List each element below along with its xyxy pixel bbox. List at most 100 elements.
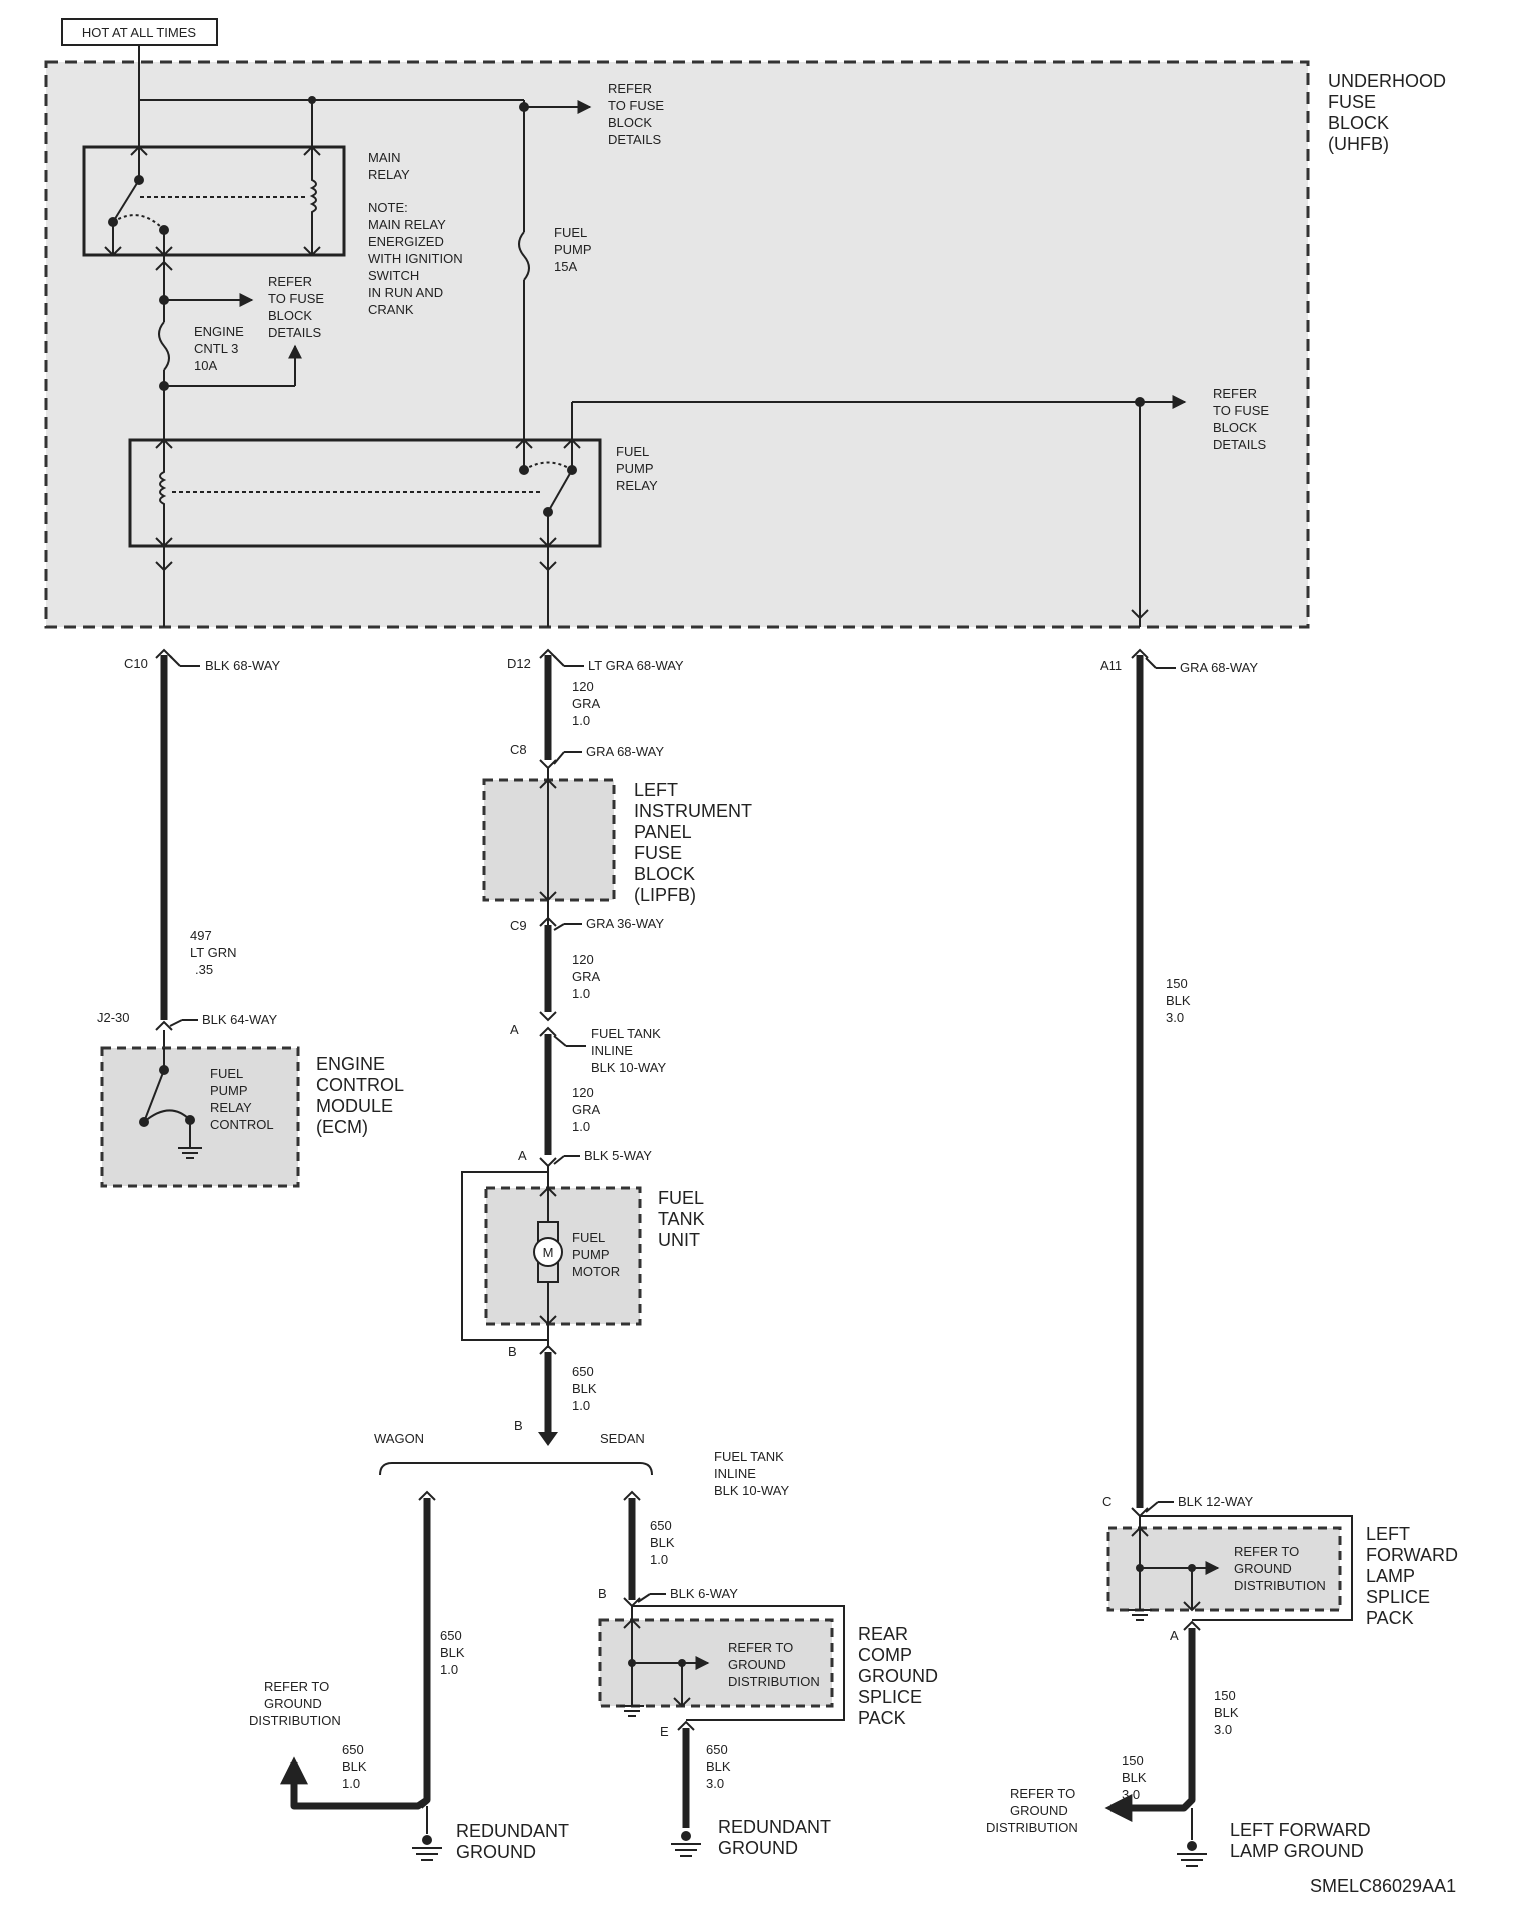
svg-text:SPLICE: SPLICE: [858, 1687, 922, 1707]
svg-text:FUEL: FUEL: [616, 444, 649, 459]
svg-text:REFER: REFER: [608, 81, 652, 96]
connector-j2-30: J2-30 BLK 64-WAY: [97, 1010, 277, 1027]
svg-text:CNTL 3: CNTL 3: [194, 341, 238, 356]
svg-text:CONTROL: CONTROL: [316, 1075, 404, 1095]
ecm-label: ENGINE CONTROL MODULE (ECM): [316, 1054, 404, 1137]
svg-text:RELAY: RELAY: [368, 167, 410, 182]
svg-text:3.0: 3.0: [1166, 1010, 1184, 1025]
redundant-ground-1-symbol: [412, 1835, 442, 1861]
svg-text:LT GRN: LT GRN: [190, 945, 236, 960]
fuel-pump-fuse-circuit: [518, 107, 530, 440]
wire-d12-to-c8: [539, 648, 557, 770]
svg-text:120: 120: [572, 1085, 594, 1100]
svg-text:PACK: PACK: [858, 1708, 906, 1728]
fuel-tank-inline-upper-label: FUEL TANK INLINE BLK 10-WAY: [553, 1026, 666, 1075]
svg-text:DISTRIBUTION: DISTRIBUTION: [728, 1674, 820, 1689]
left-forward-lamp-splice-label: LEFT FORWARD LAMP SPLICE PACK: [1366, 1524, 1458, 1628]
uhfb-exit-wires: [155, 402, 1149, 627]
svg-text:BLK 10-WAY: BLK 10-WAY: [591, 1060, 666, 1075]
svg-text:LAMP: LAMP: [1366, 1566, 1415, 1586]
svg-text:B: B: [508, 1344, 517, 1359]
svg-text:INLINE: INLINE: [714, 1466, 756, 1481]
fuel-pump-relay-label: FUEL PUMP RELAY: [616, 444, 658, 493]
svg-text:GROUND: GROUND: [1234, 1561, 1292, 1576]
left-forward-lamp-ground-symbol: [1177, 1841, 1207, 1867]
svg-text:BLOCK: BLOCK: [268, 308, 312, 323]
svg-text:(ECM): (ECM): [316, 1117, 368, 1137]
rear-comp-ground-splice-pack: [598, 1605, 845, 1721]
motor-symbol: M: [543, 1245, 554, 1260]
svg-text:INSTRUMENT: INSTRUMENT: [634, 801, 752, 821]
wire-label-120-c: 120 GRA 1.0: [572, 1085, 601, 1134]
svg-text:BLK: BLK: [1166, 993, 1191, 1008]
svg-text:1.0: 1.0: [342, 1776, 360, 1791]
connector-b-tank: B: [508, 1344, 517, 1359]
svg-text:FUEL: FUEL: [658, 1188, 704, 1208]
svg-text:ENGINE: ENGINE: [316, 1054, 385, 1074]
fuel-tank-unit: M: [461, 1166, 642, 1348]
svg-text:1.0: 1.0: [572, 713, 590, 728]
wire-label-650-sedan: 650 BLK 1.0: [650, 1518, 675, 1567]
svg-text:E: E: [660, 1724, 669, 1739]
svg-text:MAIN RELAY: MAIN RELAY: [368, 217, 446, 232]
wire-label-650-wagon: 650 BLK 1.0: [440, 1628, 465, 1677]
lamp-ground-wire: [1104, 1620, 1201, 1840]
svg-text:GROUND: GROUND: [718, 1838, 798, 1858]
svg-text:BLK 68-WAY: BLK 68-WAY: [205, 658, 280, 673]
svg-text:BLOCK: BLOCK: [634, 864, 695, 884]
svg-text:LEFT: LEFT: [634, 780, 678, 800]
svg-text:GROUND: GROUND: [728, 1657, 786, 1672]
engine-cntl-fuse-circuit: [155, 255, 302, 440]
svg-text:DETAILS: DETAILS: [268, 325, 322, 340]
svg-text:ENGINE: ENGINE: [194, 324, 244, 339]
figure-id: SMELC86029AA1: [1310, 1876, 1456, 1896]
svg-text:1.0: 1.0: [572, 1119, 590, 1134]
refer-ground-dist-lamp-splice: REFER TO GROUND DISTRIBUTION: [1234, 1544, 1326, 1593]
svg-text:PUMP: PUMP: [572, 1247, 610, 1262]
svg-text:PUMP: PUMP: [616, 461, 654, 476]
sedan-label: SEDAN: [600, 1431, 645, 1446]
svg-text:BLK: BLK: [572, 1381, 597, 1396]
svg-text:ENERGIZED: ENERGIZED: [368, 234, 444, 249]
wire-label-120-a: 120 GRA 1.0: [572, 679, 601, 728]
svg-text:BLK 64-WAY: BLK 64-WAY: [202, 1012, 277, 1027]
main-relay-note: NOTE: MAIN RELAY ENERGIZED WITH IGNITION…: [368, 200, 463, 317]
svg-text:REFER TO: REFER TO: [728, 1640, 793, 1655]
svg-text:650: 650: [440, 1628, 462, 1643]
svg-text:PACK: PACK: [1366, 1608, 1414, 1628]
connector-c9: C9 GRA 36-WAY: [510, 916, 664, 933]
svg-text:BLK: BLK: [1214, 1705, 1239, 1720]
svg-text:BLK 6-WAY: BLK 6-WAY: [670, 1586, 738, 1601]
svg-text:GRA: GRA: [572, 969, 601, 984]
fuel-pump-relay: [128, 408, 602, 548]
svg-text:LT GRA 68-WAY: LT GRA 68-WAY: [588, 658, 684, 673]
svg-text:BLOCK: BLOCK: [1213, 420, 1257, 435]
svg-text:LEFT: LEFT: [1366, 1524, 1410, 1544]
svg-text:UNIT: UNIT: [658, 1230, 700, 1250]
svg-text:IN RUN AND: IN RUN AND: [368, 285, 443, 300]
svg-text:DISTRIBUTION: DISTRIBUTION: [1234, 1578, 1326, 1593]
svg-text:NOTE:: NOTE:: [368, 200, 408, 215]
connector-e-splice: E: [660, 1724, 669, 1739]
svg-text:BLK 10-WAY: BLK 10-WAY: [714, 1483, 789, 1498]
svg-text:REFER: REFER: [268, 274, 312, 289]
connector-a11: A11 GRA 68-WAY: [1100, 657, 1258, 675]
svg-text:A: A: [1170, 1628, 1179, 1643]
svg-text:FUSE: FUSE: [1328, 92, 1376, 112]
svg-text:(UHFB): (UHFB): [1328, 134, 1389, 154]
splice-ground-wire: [677, 1720, 695, 1828]
redundant-ground-2-symbol: [671, 1831, 701, 1857]
svg-text:REDUNDANT: REDUNDANT: [456, 1821, 569, 1841]
battery-feed-wire: [138, 45, 592, 114]
svg-text:GRA 36-WAY: GRA 36-WAY: [586, 916, 664, 931]
svg-text:HOT AT ALL TIMES: HOT AT ALL TIMES: [82, 25, 196, 40]
svg-text:B: B: [598, 1586, 607, 1601]
svg-text:BLK 5-WAY: BLK 5-WAY: [584, 1148, 652, 1163]
svg-text:3.0: 3.0: [1214, 1722, 1232, 1737]
wire-c10-to-ecm: [155, 648, 173, 1048]
svg-text:BLK: BLK: [1122, 1770, 1147, 1785]
svg-text:REFER TO: REFER TO: [264, 1679, 329, 1694]
refer-ground-dist-splice: REFER TO GROUND DISTRIBUTION: [728, 1640, 820, 1689]
svg-text:GROUND: GROUND: [264, 1696, 322, 1711]
svg-text:LEFT FORWARD: LEFT FORWARD: [1230, 1820, 1371, 1840]
